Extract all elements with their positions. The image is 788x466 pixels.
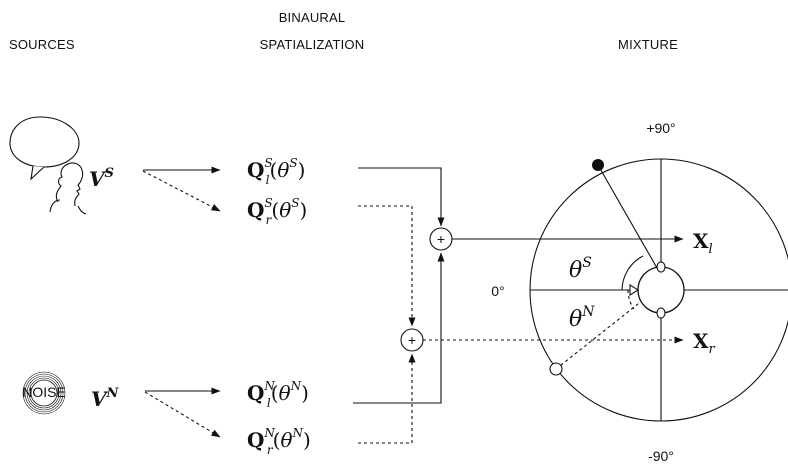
angle-label-minus-90: -90° xyxy=(648,448,674,464)
theta-noise-label: θN xyxy=(569,304,595,332)
arrow-noise-to-right-filter xyxy=(144,391,221,438)
output-right-label: Xr xyxy=(693,329,716,357)
header-mixture: MIXTURE xyxy=(618,37,678,52)
speaker-head-icon xyxy=(9,116,87,215)
left-mixer-plus: + xyxy=(429,227,453,251)
angle-label-zero: 0° xyxy=(491,283,504,299)
output-left-label: Xl xyxy=(693,229,713,257)
noise-icon xyxy=(22,371,66,415)
noise-direction-line xyxy=(555,299,644,370)
theta-speech-arc xyxy=(621,255,644,291)
theta-speech-label: θS xyxy=(569,255,592,283)
noise-source-marker xyxy=(549,362,563,376)
right-mixer-plus: + xyxy=(400,328,424,352)
header-spatialization-line1: BINAURAL xyxy=(279,10,346,25)
angle-label-plus-90: +90° xyxy=(646,120,675,136)
arrow-speech-to-right-filter xyxy=(142,170,221,212)
speech-source-marker xyxy=(592,159,604,171)
line-speech-left-to-left-mixer xyxy=(358,167,445,227)
svg-text:+: + xyxy=(408,332,416,348)
svg-text:+: + xyxy=(437,231,445,247)
line-speech-right-to-right-mixer xyxy=(358,205,416,327)
line-noise-left-to-left-mixer xyxy=(353,252,445,404)
line-noise-right-to-right-mixer xyxy=(358,353,416,444)
speech-source-symbol: VS xyxy=(89,166,114,191)
listener-head-icon xyxy=(629,261,685,319)
speech-direction-line xyxy=(597,164,658,269)
noise-badge-label: NOISE xyxy=(22,384,66,400)
noise-source-symbol: VN xyxy=(91,386,120,411)
header-sources: SOURCES xyxy=(9,37,75,52)
theta-noise-arc xyxy=(627,289,635,310)
header-spatialization-line2: SPATIALIZATION xyxy=(260,37,365,52)
